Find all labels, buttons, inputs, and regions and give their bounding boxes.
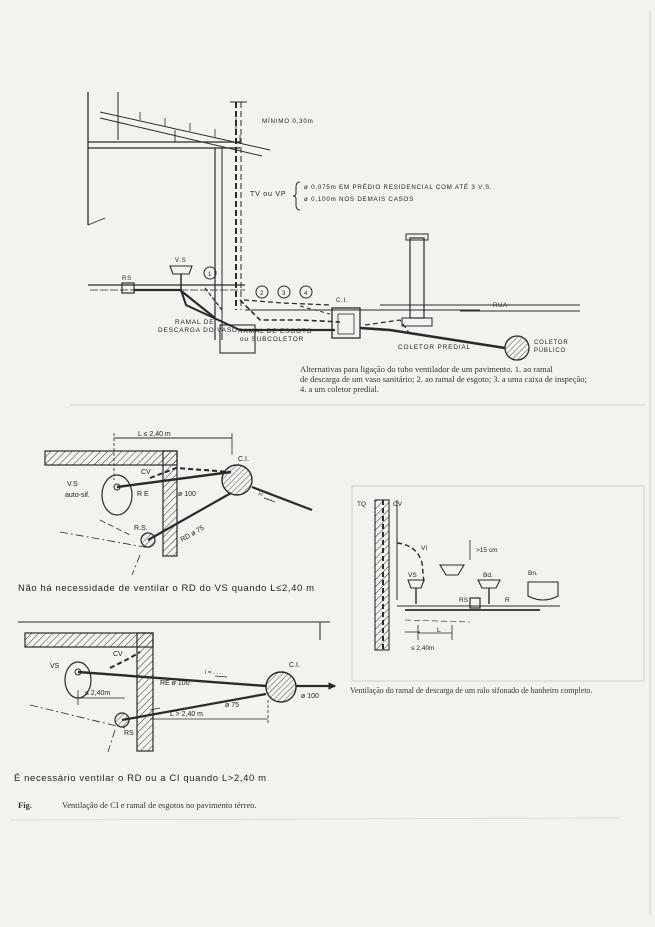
fig4-bn-label: Bn. [528, 570, 538, 577]
fig1-labels: MÍNIMO 0,30m TV ou VP ø 0,075m EM PRÉDIO… [122, 118, 569, 354]
fig4-cv-label: CV [393, 501, 403, 508]
fig3-dim-label: ≤ 2,40m [85, 690, 110, 697]
fig1-caption: Alternativas para ligação do tubo ventil… [300, 364, 636, 394]
num-2: 2 [260, 291, 264, 297]
coletor-publico-line2: PÚBLICO [534, 347, 566, 354]
ramal-esgoto-line2: ou SUBCOLETOR [240, 336, 304, 343]
fig3-rs-label: RS [124, 730, 134, 737]
fig4-labels: TQ CV VI >15 cm VS Bd. Bn. RS R L ≤ 2,40… [357, 501, 538, 652]
fig3-lgt-label: L > 2,40 m [170, 711, 203, 718]
fig3-d75-label: ø 75 [225, 702, 239, 709]
rua-label: RUA [493, 303, 508, 309]
fig4-caption: Ventilação do ramal de descarga de um ra… [350, 686, 593, 695]
fig2-cv-label: CV [141, 469, 151, 476]
fig2-note: Não há necessidade de ventilar o RD do V… [18, 583, 315, 594]
minimo-label: MÍNIMO 0,30m [262, 118, 314, 125]
fig2-vs-label: V.S [67, 481, 78, 488]
ramal-esgoto-line1: RAMAL DE ESGOTO [238, 328, 313, 335]
num-3: 3 [282, 291, 286, 297]
coletor-publico-line1: COLETOR [534, 340, 569, 346]
coletor-predial-label: COLETOR PREDIAL [398, 344, 471, 351]
fig2-d100-label: ø 100 [178, 491, 196, 498]
fig3-fig-label: Fig. [18, 800, 32, 810]
fig1-diagram [87, 92, 580, 361]
fig3-diagram [18, 621, 337, 753]
fig4-bd-label: Bd. [483, 572, 493, 579]
fig1-caption-line1: Alternativas para ligação do tubo ventil… [300, 364, 553, 374]
num-1: 1 [208, 272, 212, 278]
fig4-dim240-label: ≤ 2,40m [411, 645, 434, 652]
ramal-descarga-line2: DESCARGA DO VASO [158, 327, 238, 334]
fig3-vs-label: VS [50, 663, 60, 670]
fig4-dim15-label: >15 cm [476, 547, 498, 554]
fig2-rd-label: RD ø 75 [180, 525, 206, 544]
fig1-caption-line2: de descarga de um vaso sanitário; 2. ao … [300, 374, 587, 384]
tv-label: TV ou VP [250, 191, 286, 198]
ramal-descarga-line1: RAMAL DE [175, 319, 214, 326]
fig4-l-label: L [437, 627, 441, 634]
fig2-re-label: R E [137, 491, 149, 498]
fig3-note: É necessário ventilar o RD ou a CI quand… [14, 773, 267, 784]
num-4: 4 [304, 291, 308, 297]
fig4-diagram [351, 485, 645, 682]
fig4-r-label: R [505, 597, 510, 604]
fig4-tq-label: TQ [357, 501, 366, 508]
rs-label: RS [122, 276, 132, 282]
fig3-d100-label: ø 100 [301, 693, 319, 700]
fig4-vs-label: VS [408, 572, 417, 579]
vs-label: V.S [175, 258, 187, 264]
fig3-re-label: RE ø 100 [160, 680, 190, 687]
fig3-labels: CV VS C.I. i = . . . RE ø 100 ≤ 2,40m ø … [50, 651, 319, 737]
fig1-caption-line3: 4. a um coletor predial. [300, 384, 379, 394]
fig3-cv-label: CV [113, 651, 123, 658]
fig3-caption: Ventilação de CI e ramal de esgotos no p… [62, 800, 257, 810]
fig2-rs-label: R.S. [134, 525, 148, 532]
fig4-vi-label: VI [421, 545, 427, 552]
spec1-label: ø 0,075m EM PRÉDIO RESIDENCIAL COM ATÉ 3… [304, 184, 492, 191]
fig2-ci-label: C.I. [238, 456, 249, 463]
fig4-rs-label: RS [459, 597, 469, 604]
fig2-diagram [44, 433, 313, 576]
fig3-ci-label: C.I. [289, 662, 300, 669]
fig2-dim-label: L ≤ 2,40 m [138, 431, 171, 438]
fig2-i-label: i= . . . [257, 491, 273, 502]
ci-label: C.I. [336, 298, 349, 304]
spec2-label: ø 0,100m NOS DEMAIS CASOS [304, 196, 414, 203]
fig2-autosif-label: auto-sif. [65, 492, 90, 499]
fig3-i-label: i = . . . [205, 670, 222, 676]
